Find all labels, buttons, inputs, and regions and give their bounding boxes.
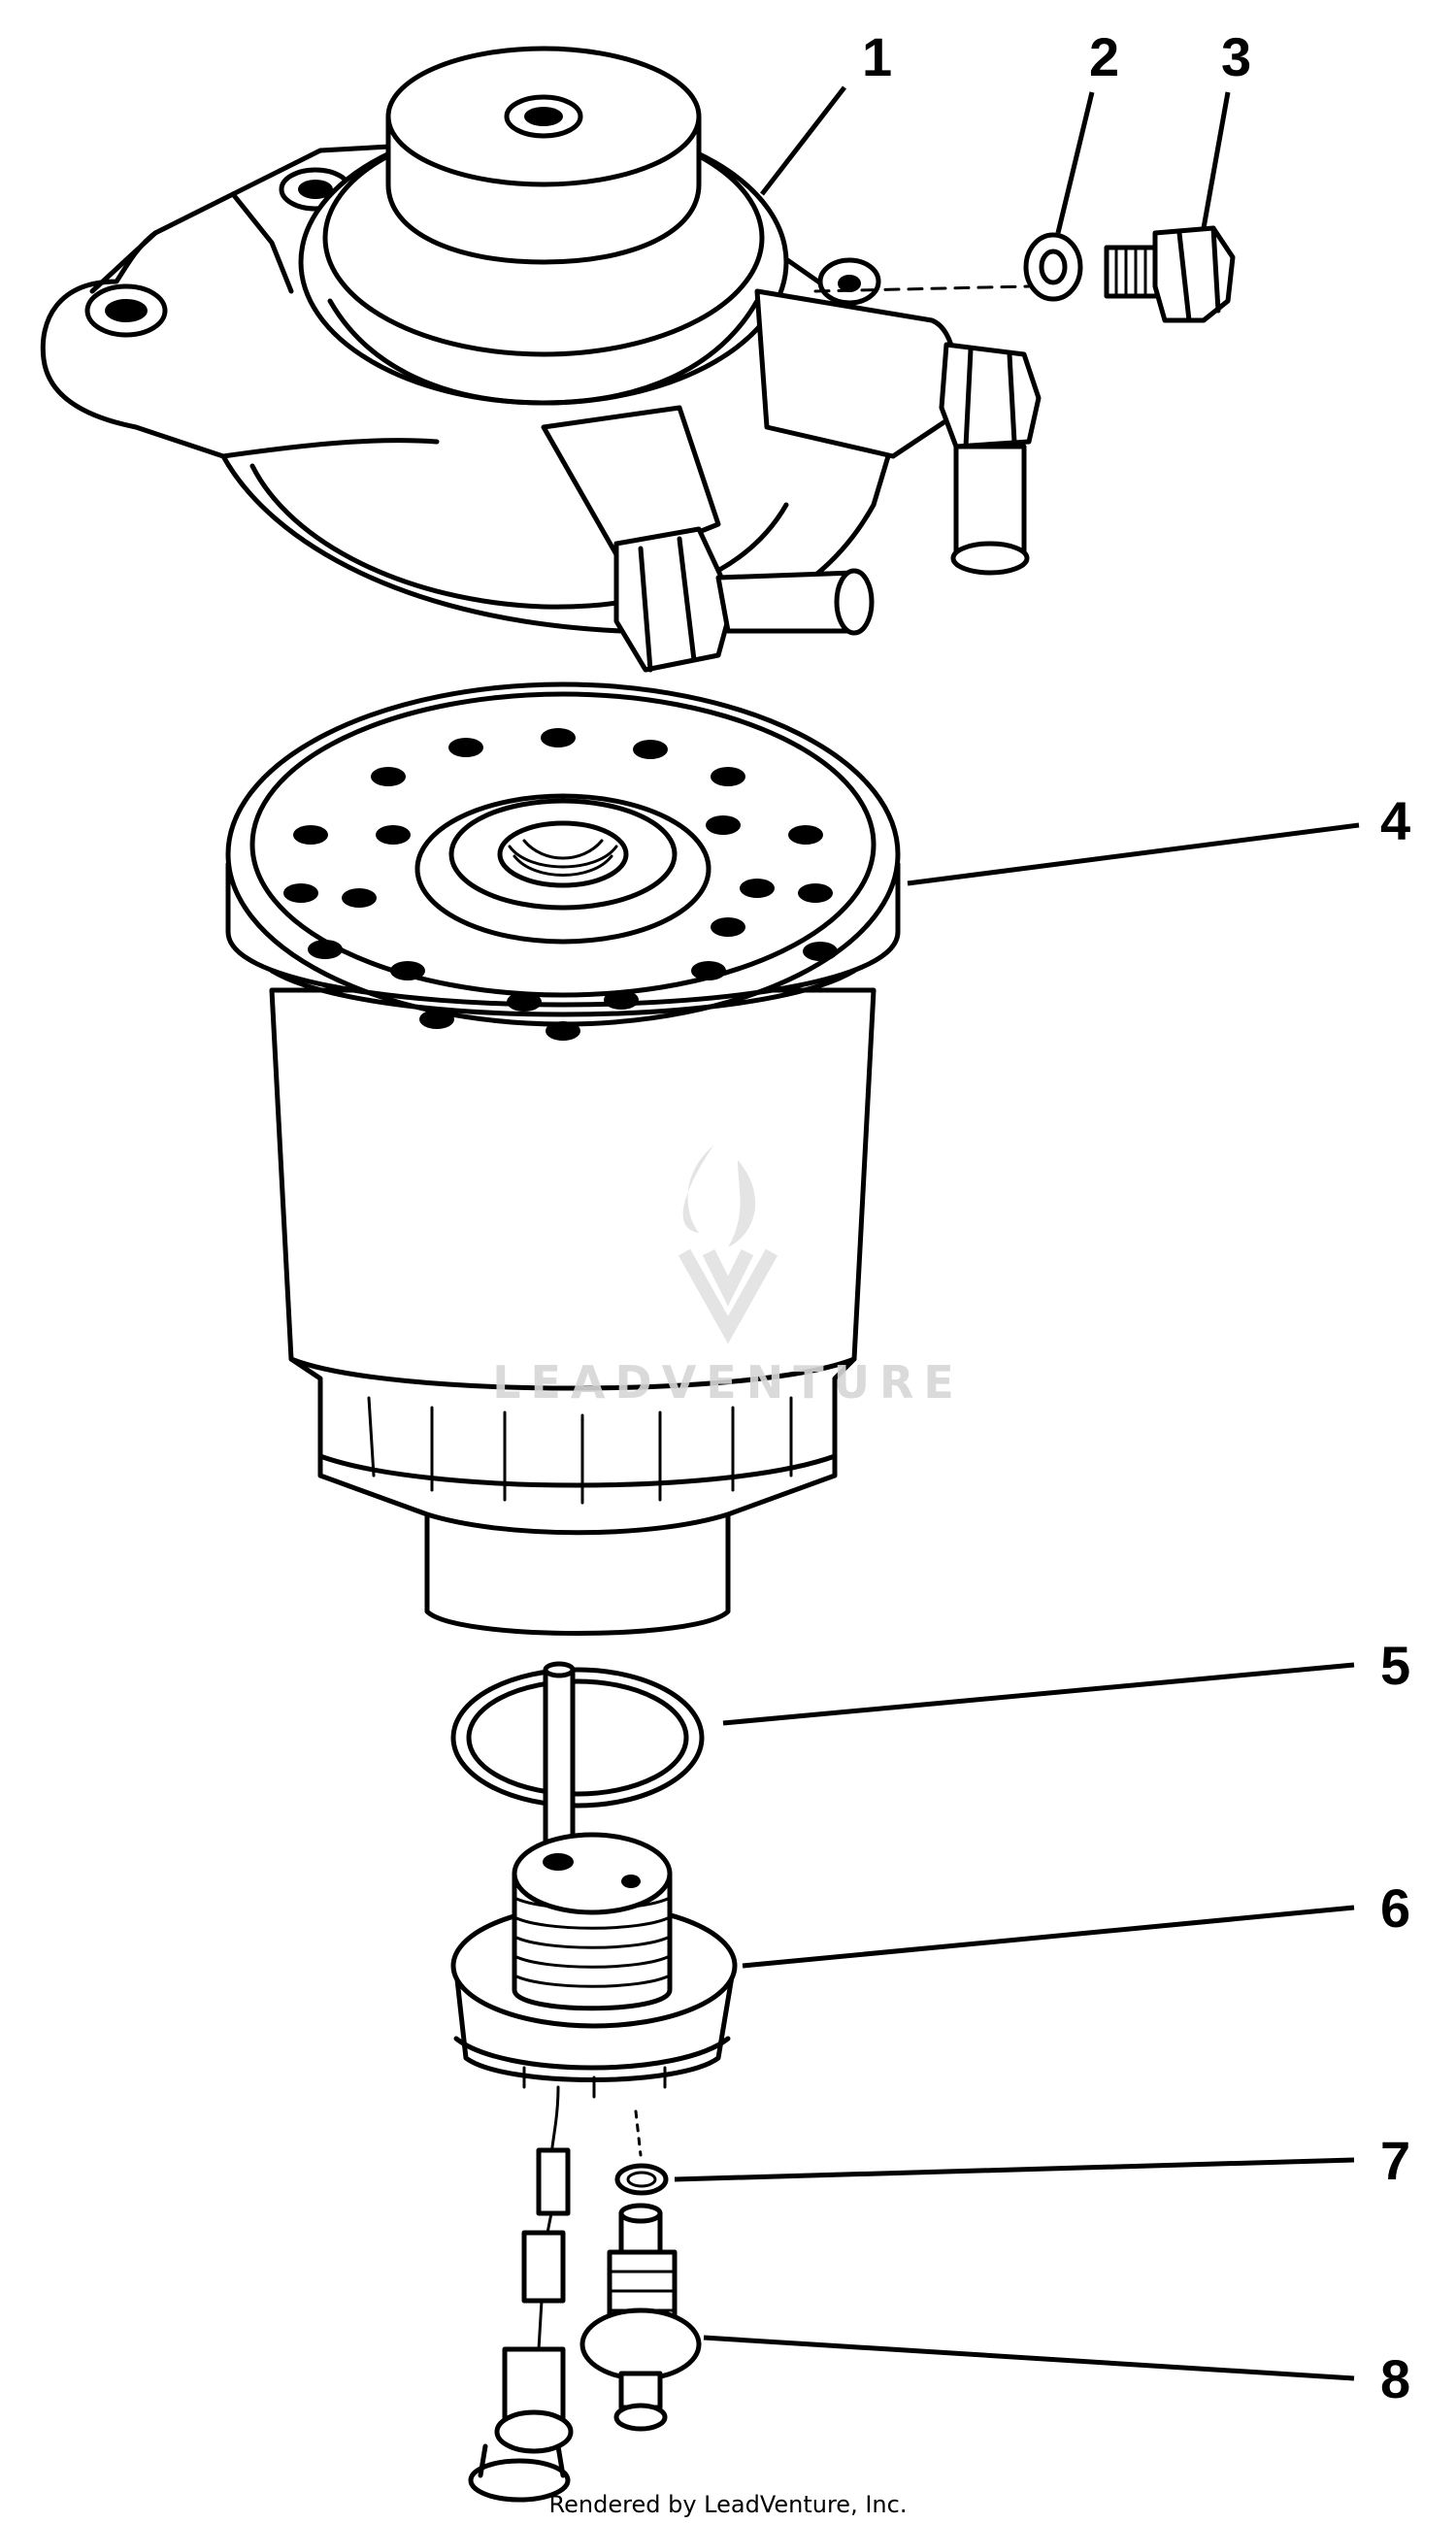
- callout-4: 4: [1380, 790, 1410, 851]
- drain-plug-sensor: [450, 1661, 738, 2099]
- filter-head-bracket: [40, 46, 1042, 673]
- v-logo-icon: [678, 1248, 778, 1344]
- leadventure-watermark: LEADVENTURE: [492, 1145, 964, 1409]
- sensor-wire-connector: [468, 2085, 574, 2503]
- sealing-washer: [1023, 232, 1083, 302]
- callout-5: 5: [1380, 1635, 1410, 1696]
- callout-2: 2: [1089, 26, 1119, 87]
- filter-cartridge: [225, 681, 901, 1636]
- callout-6: 6: [1380, 1877, 1410, 1939]
- callout-3: 3: [1221, 26, 1251, 87]
- drain-valve: [579, 2203, 702, 2432]
- callout-7: 7: [1380, 2130, 1410, 2191]
- flame-logo-icon: [682, 1145, 756, 1247]
- leader-lines: [674, 85, 1360, 2381]
- callout-1: 1: [862, 26, 892, 87]
- filter-holes: [283, 728, 838, 1041]
- watermark-brand-text: LEADVENTURE: [492, 1356, 964, 1409]
- o-ring: [450, 1667, 705, 1809]
- render-credit: Rendered by LeadVenture, Inc.: [549, 2491, 908, 2518]
- callout-8: 8: [1380, 2348, 1410, 2409]
- callout-labels: 1 2 3 4 5 6 7 8: [862, 26, 1410, 2409]
- banjo-bolt: [1104, 225, 1236, 323]
- small-o-ring: [614, 2109, 669, 2196]
